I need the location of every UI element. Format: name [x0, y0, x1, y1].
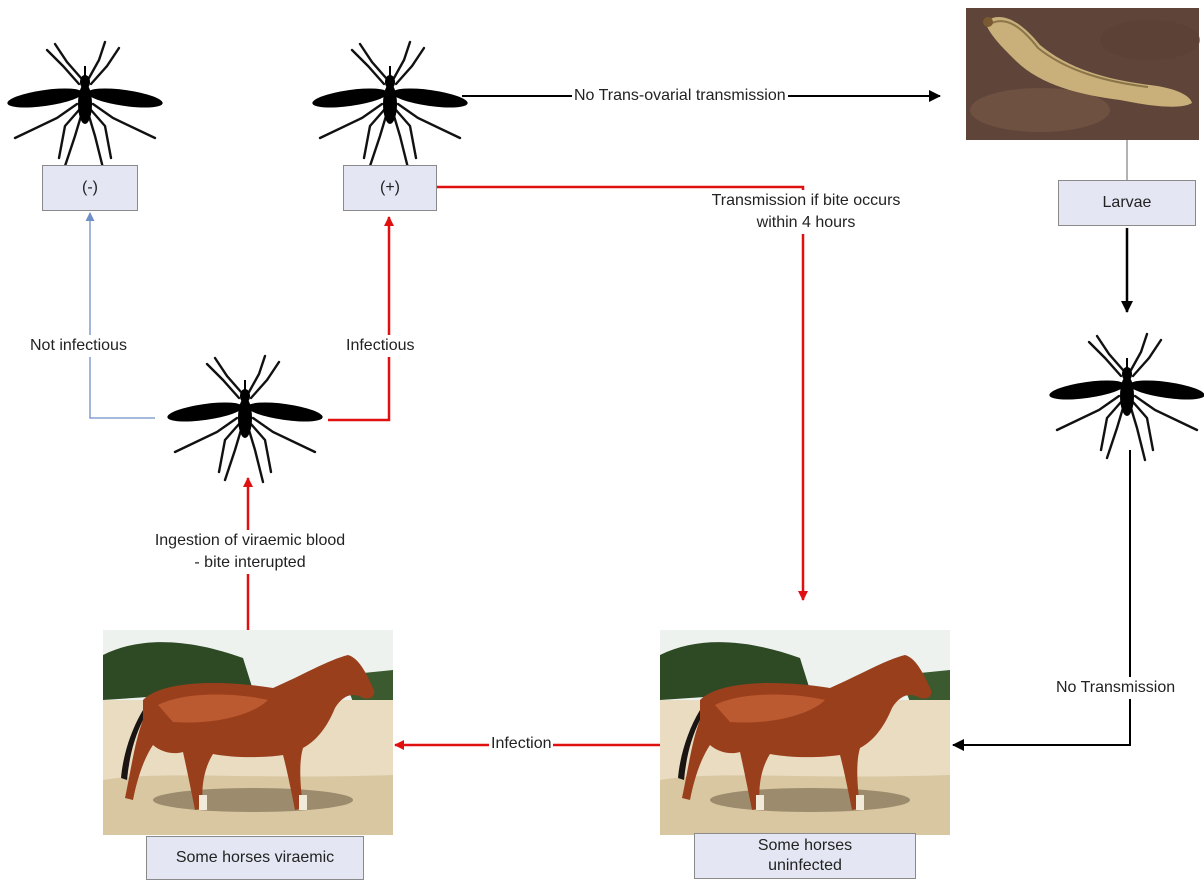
edge-no-transmission: [953, 450, 1130, 745]
label-ingestion-line1: Ingestion of viraemic blood: [130, 530, 370, 552]
viraemic-box: Some horses viraemic: [146, 836, 364, 880]
label-transmission-line1: Transmission if bite occurs: [686, 190, 926, 212]
label-ingestion: Ingestion of viraemic blood - bite inter…: [128, 530, 372, 574]
mosquito-icon: [1048, 334, 1204, 460]
label-infection: Infection: [489, 733, 553, 755]
positive-box: (+): [343, 165, 437, 211]
edge-transmission-4h: [436, 187, 803, 600]
larvae-box: Larvae: [1058, 180, 1196, 226]
uninfected-line1: Some horses: [758, 836, 852, 856]
mosquito-icon: [166, 356, 323, 482]
horse-photo: [660, 630, 950, 835]
label-no-transmission: No Transmission: [1054, 677, 1175, 699]
uninfected-line2: uninfected: [768, 856, 842, 876]
label-not-infectious: Not infectious: [28, 335, 129, 357]
horse-photo: [103, 630, 393, 835]
negative-box: (-): [42, 165, 138, 211]
label-transmission-line2: within 4 hours: [686, 212, 926, 234]
label-no-trans-ovarial: No Trans-ovarial transmission: [572, 85, 788, 107]
edge-infectious: [328, 217, 389, 420]
larva-photo: [966, 8, 1200, 140]
label-ingestion-line2: - bite interupted: [130, 552, 370, 574]
label-transmission-4h: Transmission if bite occurs within 4 hou…: [684, 190, 928, 234]
label-infectious: Infectious: [344, 335, 416, 357]
mosquito-icon: [311, 42, 468, 168]
uninfected-box: Some horses uninfected: [694, 833, 916, 879]
edge-not-infectious: [90, 213, 155, 418]
mosquito-icon: [6, 42, 163, 168]
